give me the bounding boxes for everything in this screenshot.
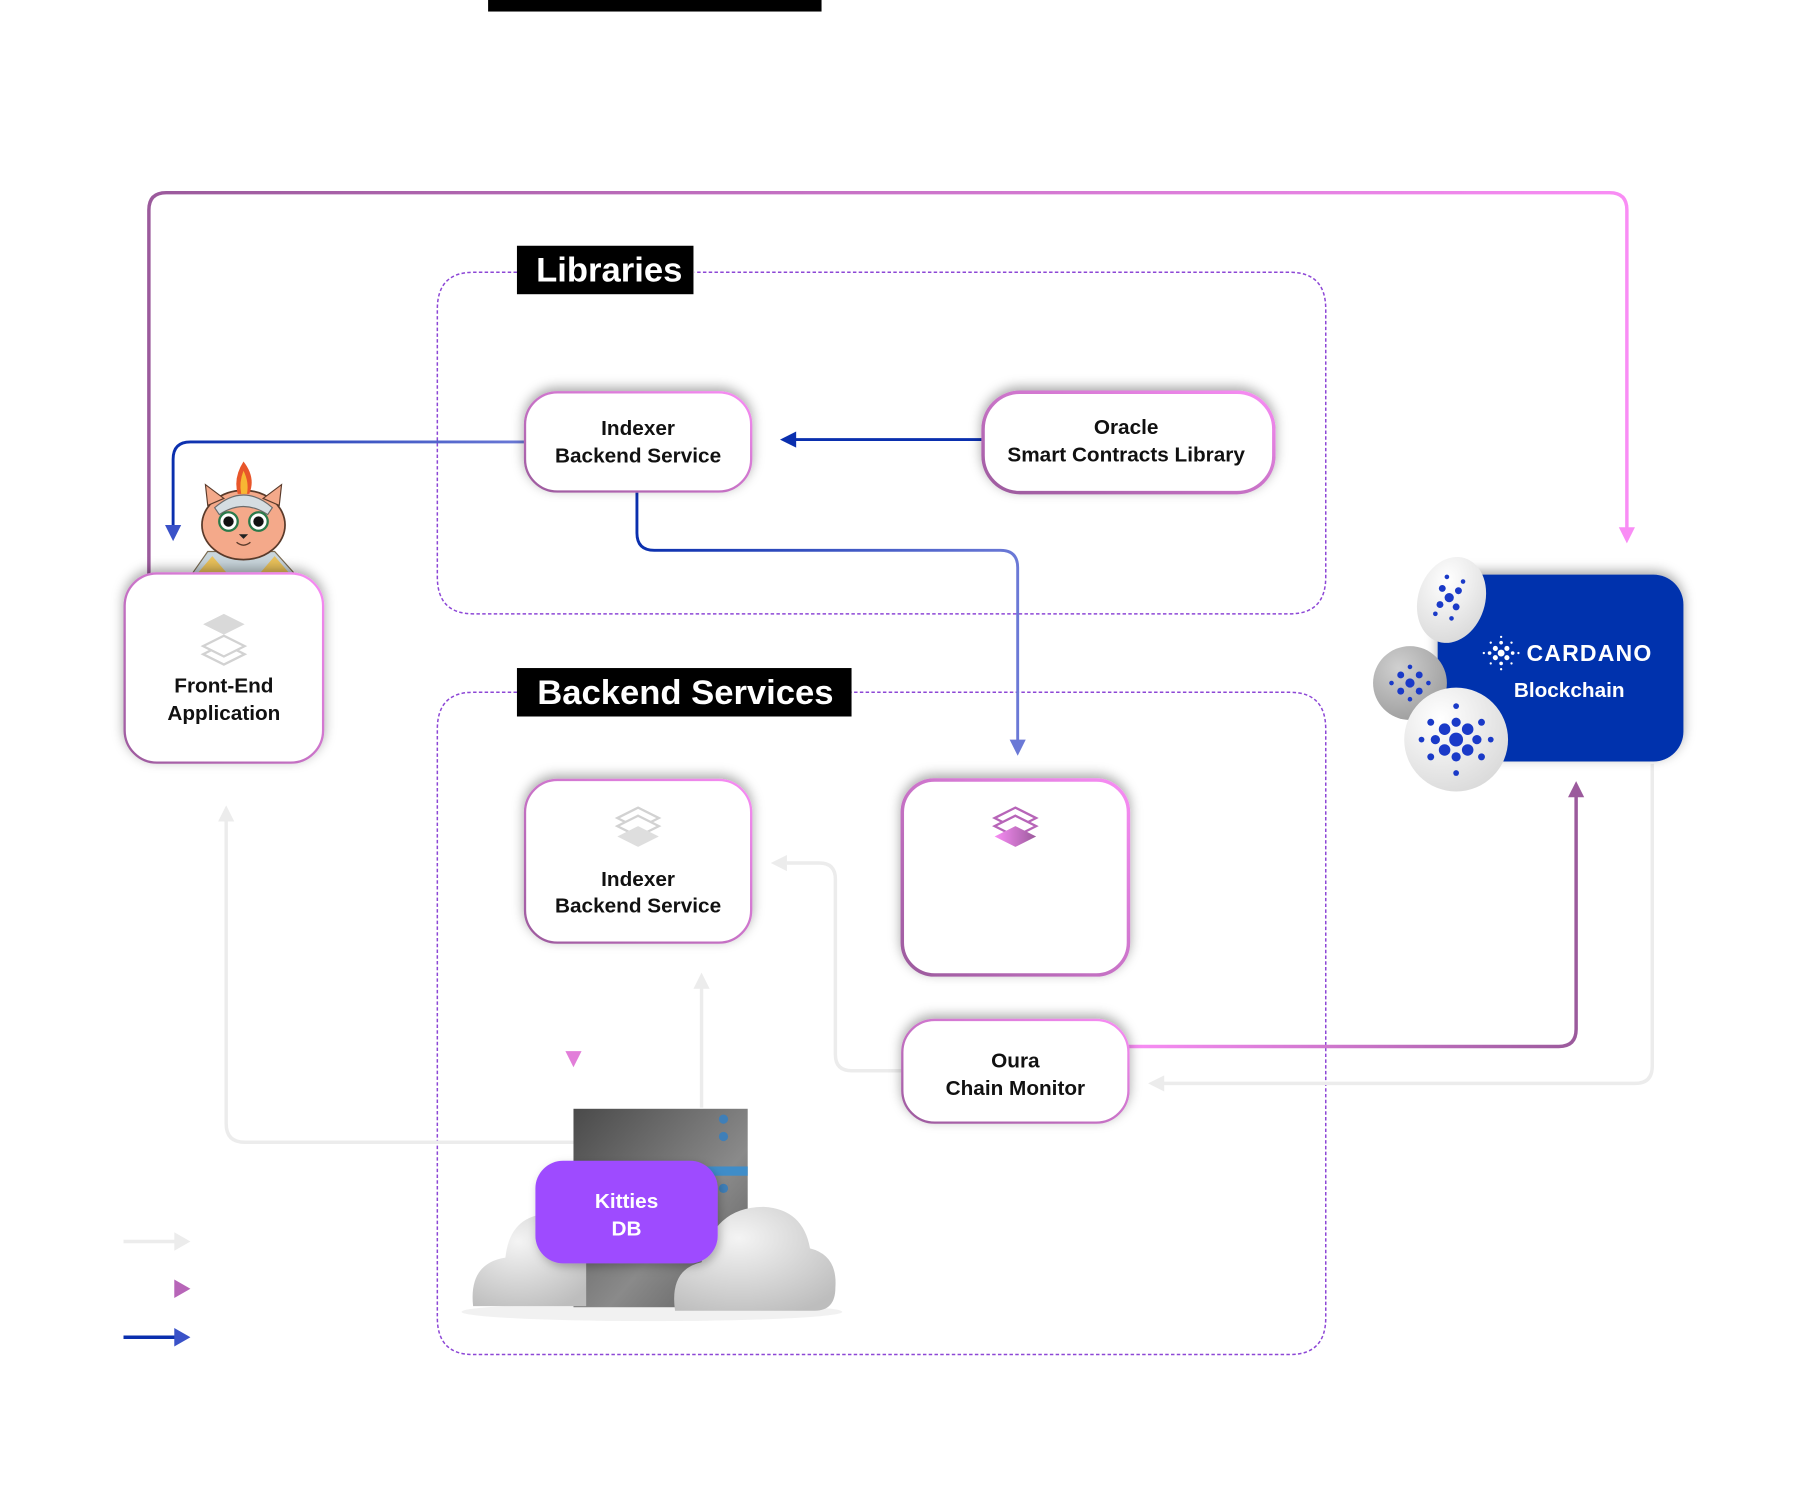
cardano-logo-icon — [1482, 635, 1520, 671]
magenta-flow-frontend-to-cardano — [147, 190, 1629, 575]
blue-flow-indexer-to-frontend — [171, 440, 526, 527]
arrowhead-left — [770, 854, 787, 872]
node-indexer-backend-service[interactable]: Indexer Backend Service — [523, 778, 753, 944]
node-label-line2: Chain Monitor — [946, 1077, 1085, 1100]
node-label-line1: Kitties — [595, 1190, 658, 1213]
node-kitties-db[interactable]: Kitties DB — [461, 1108, 843, 1322]
node-service-layers[interactable] — [900, 778, 1131, 977]
blue-flow-indexer-to-service — [635, 492, 1020, 741]
legend-item-blue — [123, 1328, 191, 1347]
arrowhead-right — [174, 1232, 191, 1251]
libraries-title: Libraries — [536, 252, 682, 290]
legend-item-grey — [123, 1232, 191, 1251]
node-label-line1: Oracle — [1094, 416, 1159, 439]
arrowhead-up — [693, 972, 710, 989]
node-label-line1: Oura — [991, 1049, 1040, 1072]
blue-arrowheads — [165, 431, 1026, 756]
node-frontend-application[interactable]: Front-End Application — [123, 572, 325, 764]
backend-section-border — [436, 691, 1327, 1356]
node-box — [523, 778, 753, 944]
grey-arrowheads — [218, 805, 1165, 1092]
arrowhead-down — [1009, 739, 1026, 756]
backend-title-bg — [516, 668, 852, 717]
blue-connectors — [171, 438, 1020, 741]
node-oracle[interactable]: Oracle Smart Contracts Library — [981, 390, 1276, 495]
cardano-coin-icon — [1373, 557, 1509, 792]
grey-flow-oura-to-indexer — [786, 861, 903, 1073]
layers-icon — [992, 806, 1039, 847]
node-box — [123, 572, 325, 764]
node-label-line2: Application — [167, 702, 280, 725]
node-box — [901, 1018, 1130, 1124]
libraries-title-bg — [516, 245, 694, 295]
node-label-line2: Smart Contracts Library — [1007, 444, 1245, 467]
node-label-line1: Front-End — [174, 674, 273, 697]
arrowhead-up — [218, 805, 235, 822]
legend-item-magenta — [123, 1279, 191, 1299]
node-box — [535, 1160, 718, 1264]
arrowhead-right — [174, 1279, 191, 1299]
libraries-section-border — [436, 271, 1327, 615]
node-label-line2: Backend Service — [555, 895, 721, 918]
node-oura-chain-monitor[interactable]: Oura Chain Monitor — [901, 1018, 1130, 1124]
arrowhead-left — [1148, 1075, 1165, 1092]
kitty-mascot-icon — [190, 461, 297, 576]
arrowhead-down — [165, 524, 182, 542]
node-box — [523, 391, 753, 493]
node-box — [981, 390, 1276, 495]
node-label-line2: DB — [612, 1218, 642, 1241]
node-label-line1: Indexer — [601, 868, 675, 891]
layers-icon — [200, 613, 248, 666]
arrowhead-up — [1568, 781, 1585, 798]
grey-connectors — [224, 763, 1654, 1144]
node-label-line2: Blockchain — [1514, 679, 1625, 702]
arrowhead-down — [565, 1051, 582, 1068]
layers-icon — [614, 806, 662, 847]
node-label-line1: Indexer — [601, 417, 675, 440]
node-indexer-library[interactable]: Indexer Backend Service — [523, 391, 753, 493]
magenta-connectors — [147, 190, 1629, 1053]
arrowhead-right — [174, 1328, 191, 1347]
grey-flow-db-to-frontend — [224, 821, 574, 1144]
magenta-arrowheads — [565, 527, 1635, 1068]
node-label-line2: Backend Service — [555, 445, 721, 468]
grey-flow-cardano-to-oura — [1163, 763, 1654, 1086]
node-box — [900, 778, 1131, 977]
node-cardano-blockchain[interactable]: CARDANO Blockchain — [1373, 548, 1684, 792]
legend — [123, 1232, 191, 1347]
backend-title: Backend Services — [537, 674, 833, 712]
title-bar — [488, 0, 822, 12]
backend-section: Backend Services — [436, 668, 1327, 1356]
magenta-flow-oura-to-cardano — [1128, 796, 1578, 1049]
cardano-wordmark: CARDANO — [1527, 640, 1653, 666]
arrowhead-down — [1618, 527, 1635, 544]
arrowhead-left — [780, 431, 797, 448]
libraries-section: Libraries — [436, 245, 1327, 615]
